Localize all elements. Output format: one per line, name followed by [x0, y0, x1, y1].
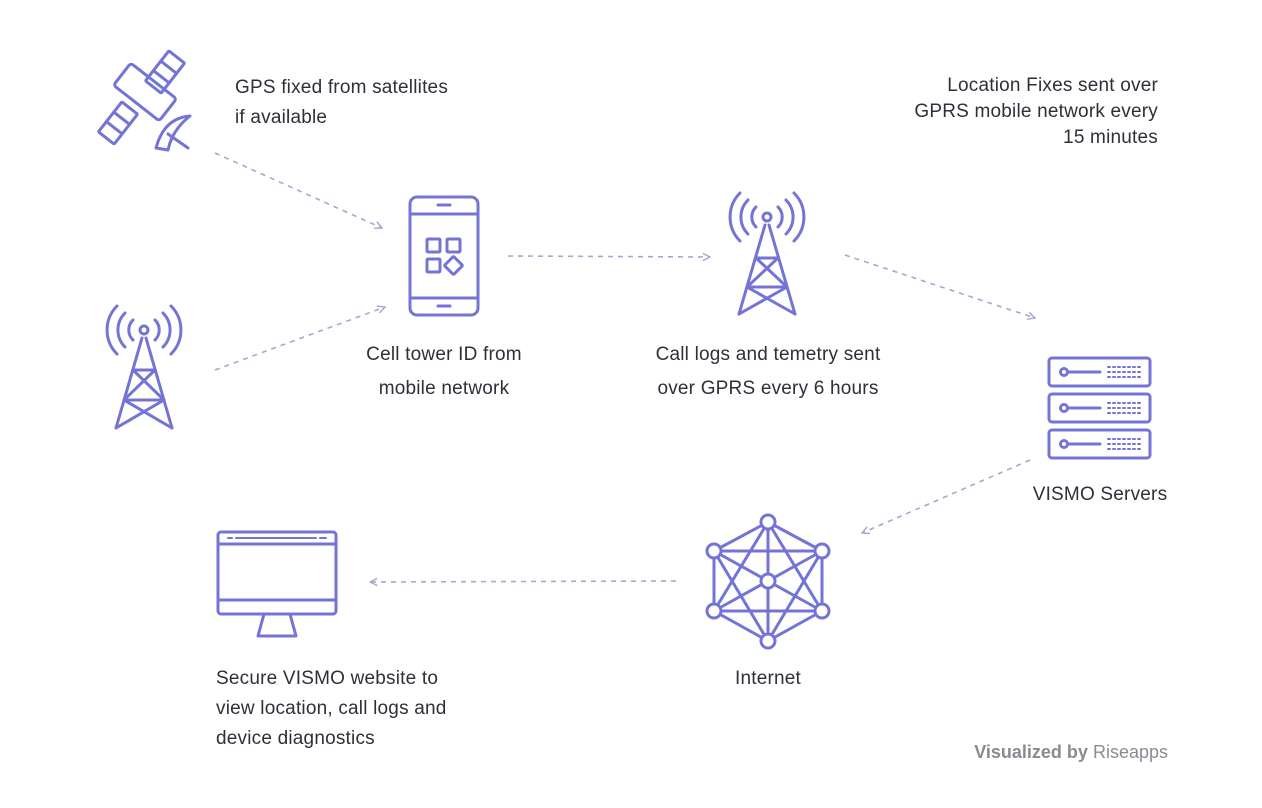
- edge-servers-to-internet: [862, 459, 1031, 533]
- brand-prefix: Visualized by: [974, 742, 1088, 762]
- server-rack-icon: [1047, 356, 1152, 460]
- edge-satellite-to-smartphone: [214, 152, 382, 228]
- cell-tower-icon: [728, 191, 806, 316]
- edge-smartphone-to-tower: [507, 256, 710, 257]
- brand-name: Riseapps: [1092, 742, 1168, 762]
- network-mesh-icon: [705, 513, 831, 650]
- label-servers: VISMO Servers: [1032, 484, 1168, 505]
- label-internet: Internet: [734, 668, 802, 689]
- label-call-logs: Call logs and temetry sent over GPRS eve…: [655, 344, 881, 399]
- label-gps: GPS fixed from satellites if available: [235, 77, 449, 128]
- satellite-icon: [97, 49, 192, 152]
- edge-internet-to-monitor: [370, 581, 677, 582]
- cell-tower-icon: [105, 304, 183, 430]
- edge-tower-to-servers: [844, 254, 1035, 318]
- brand-credit: Visualized by Riseapps: [974, 742, 1168, 763]
- label-website: Secure VISMO website to view location, c…: [216, 668, 447, 749]
- monitor-icon: [216, 530, 338, 638]
- label-cell-tower-id: Cell tower ID from mobile network: [366, 344, 522, 399]
- edge-tower-to-smartphone: [214, 307, 385, 371]
- label-location-fixes: Location Fixes sent over GPRS mobile net…: [914, 75, 1158, 148]
- smartphone-icon: [408, 195, 480, 317]
